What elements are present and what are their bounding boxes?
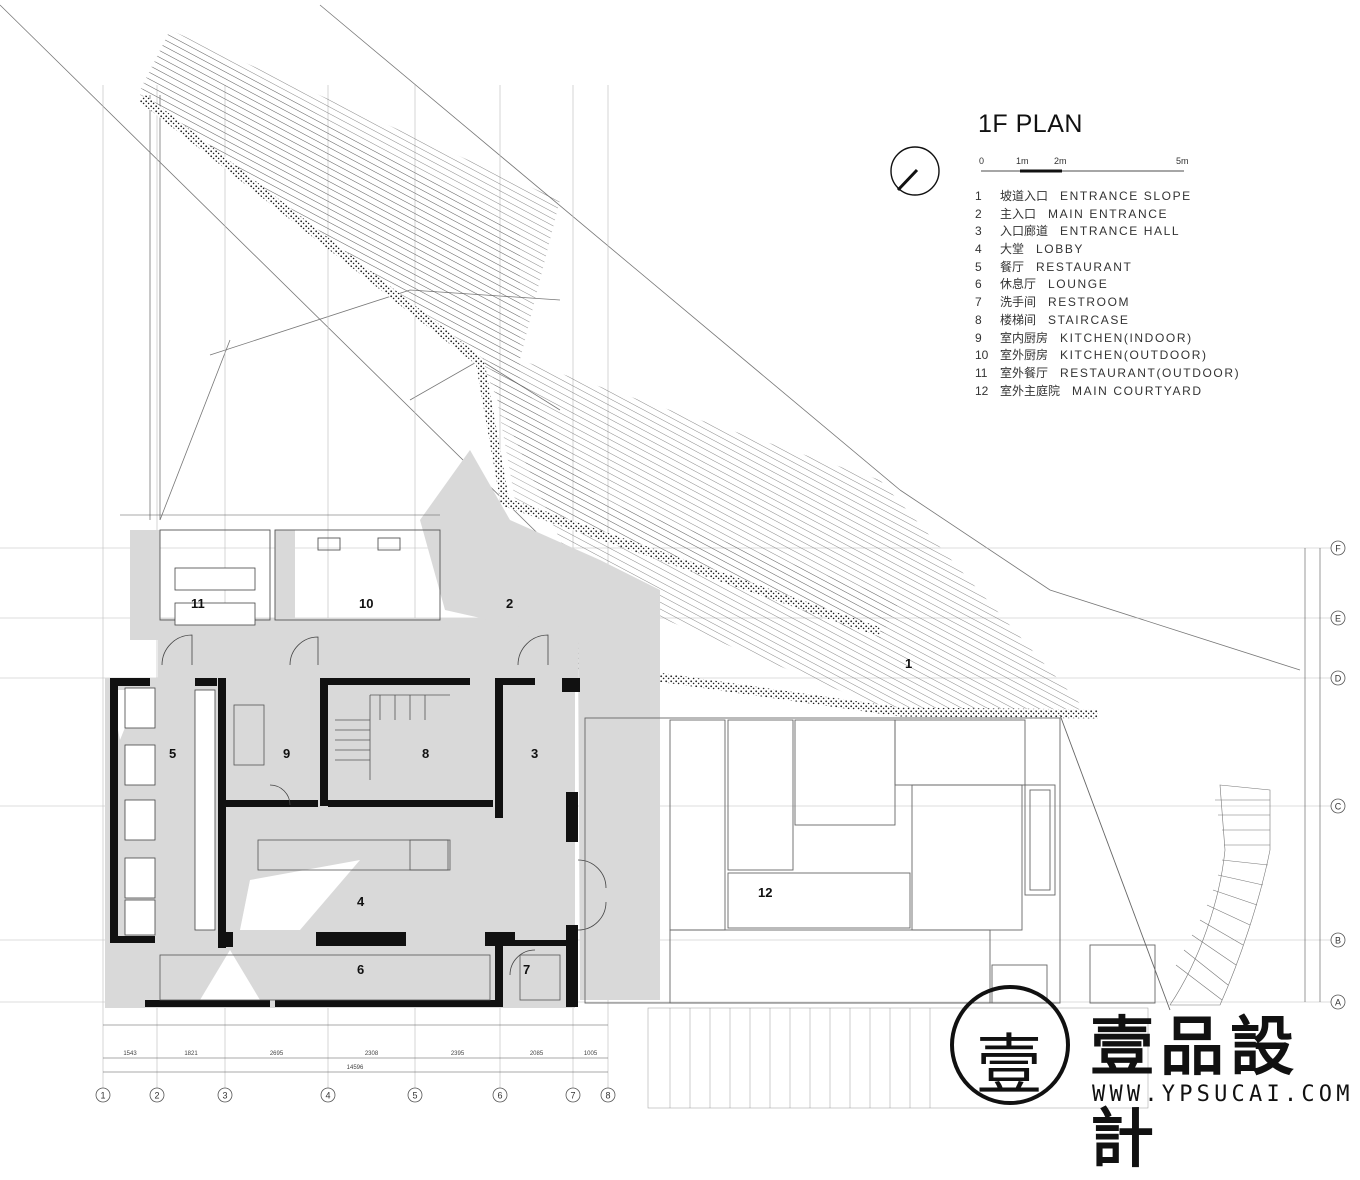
svg-text:F: F — [1335, 544, 1341, 554]
grid-row-bubble: D — [1330, 670, 1346, 686]
exterior-stair — [1169, 784, 1271, 1006]
dimension-label: 2085 — [530, 1051, 544, 1057]
dimension-label: 2695 — [270, 1051, 284, 1057]
logo-seal-icon — [950, 985, 1070, 1105]
svg-text:8: 8 — [605, 1091, 610, 1101]
grid-row-bubble: B — [1330, 932, 1346, 948]
room-label-lounge: 6 — [357, 962, 365, 977]
svg-text:4: 4 — [325, 1091, 330, 1101]
room-label-staircase: 8 — [422, 746, 430, 761]
grid-row-bubble: A — [1330, 994, 1346, 1010]
dimension-label: 2308 — [365, 1051, 379, 1057]
scale-label-0: 0 — [979, 156, 985, 166]
overall-dimension-label: 14596 — [347, 1065, 364, 1071]
room-label-kitchen-outdoor: 10 — [359, 596, 374, 611]
room-label-restaurant: 5 — [169, 746, 177, 761]
grid-row-bubble: F — [1330, 540, 1346, 556]
scale-label-5m: 5m — [1176, 156, 1189, 166]
grid-column-bubble: 3 — [217, 1087, 233, 1103]
svg-text:A: A — [1335, 998, 1341, 1008]
svg-text:D: D — [1335, 674, 1342, 684]
dimension-lines — [103, 514, 1321, 1073]
floor-plan-drawing: 12345678FEDCBA15431821269523082395208510… — [0, 4, 1346, 1109]
svg-text:E: E — [1335, 614, 1341, 624]
svg-text:1: 1 — [100, 1091, 105, 1101]
dimension-label: 1821 — [184, 1051, 198, 1057]
plan-title: 1F PLAN — [978, 110, 1083, 138]
grid-column-bubble: 1 — [95, 1087, 111, 1103]
walls — [110, 678, 580, 1007]
svg-text:C: C — [1335, 802, 1342, 812]
brand-url: WWW.YPSUCAI.COM — [1092, 1082, 1354, 1107]
gravel-edge — [139, 94, 882, 637]
scale-label-2m: 2m — [1054, 156, 1067, 166]
scale-label-1m: 1m — [1016, 156, 1029, 166]
room-label-lobby: 4 — [357, 894, 365, 909]
room-label-main-courtyard: 12 — [758, 885, 773, 900]
dimension-label: 2395 — [451, 1051, 465, 1057]
svg-text:2: 2 — [154, 1091, 159, 1101]
slope-top-hatch — [140, 30, 900, 640]
room-label-entrance-hall: 3 — [531, 746, 539, 761]
courtyard — [584, 714, 1171, 1011]
interior-details — [159, 694, 561, 1001]
dimension-label: 1543 — [123, 1051, 137, 1057]
doors — [161, 634, 607, 976]
room-label-entrance-slope: 1 — [905, 656, 913, 671]
room-label-kitchen-indoor: 9 — [283, 746, 291, 761]
dimension-label: 1005 — [584, 1051, 598, 1057]
svg-text:6: 6 — [497, 1091, 502, 1101]
grid-column-bubble: 8 — [600, 1087, 616, 1103]
room-label-restaurant-outdoor: 11 — [191, 596, 205, 611]
svg-text:7: 7 — [570, 1091, 575, 1101]
bottom-deck — [647, 1007, 1149, 1109]
grid-column-bubble: 2 — [149, 1087, 165, 1103]
grid-column-bubble: 6 — [492, 1087, 508, 1103]
room-label-main-entrance: 2 — [506, 596, 514, 611]
logo-seal-char: 壹 — [976, 1027, 1042, 1104]
restaurant-tables — [124, 567, 256, 936]
svg-text:5: 5 — [412, 1091, 417, 1101]
grid-row-bubble: E — [1330, 610, 1346, 626]
room-label-restroom: 7 — [523, 962, 531, 977]
svg-text:3: 3 — [222, 1091, 227, 1101]
grid-row-bubble: C — [1330, 798, 1346, 814]
svg-text:B: B — [1335, 936, 1341, 946]
grid-column-bubble: 5 — [407, 1087, 423, 1103]
grid-column-bubble: 4 — [320, 1087, 336, 1103]
north-arrow-icon — [890, 146, 940, 196]
grid-column-bubble: 7 — [565, 1087, 581, 1103]
